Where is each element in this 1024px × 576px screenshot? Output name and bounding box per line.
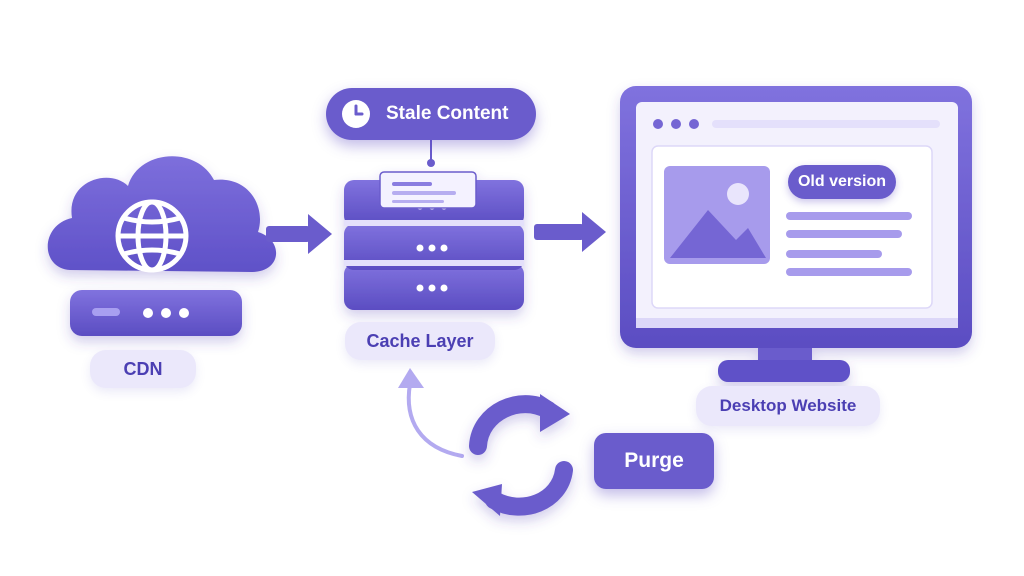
purge-button[interactable]: Purge (594, 433, 714, 489)
old-version-badge: Old version (788, 165, 896, 199)
arrow-purge-to-cache (398, 368, 464, 458)
stale-connector (427, 140, 435, 167)
globe-icon (115, 199, 189, 273)
cache-server-stack (344, 171, 524, 310)
clock-icon (342, 100, 370, 128)
arrow-cdn-to-cache (266, 214, 332, 254)
refresh-cycle-icon (469, 394, 573, 516)
cache-layer-label: Cache Layer (345, 322, 495, 360)
old-version-label: Old version (797, 173, 887, 190)
arrow-cache-to-desktop (534, 212, 606, 252)
desktop-website-label: Desktop Website (696, 386, 880, 426)
cdn-label: CDN (90, 350, 196, 388)
cdn-server (70, 290, 242, 336)
page-text-lines (786, 212, 912, 276)
image-placeholder-icon (664, 166, 770, 264)
stale-content-label: Stale Content (386, 103, 509, 124)
stale-content-badge: Stale Content (326, 88, 536, 140)
